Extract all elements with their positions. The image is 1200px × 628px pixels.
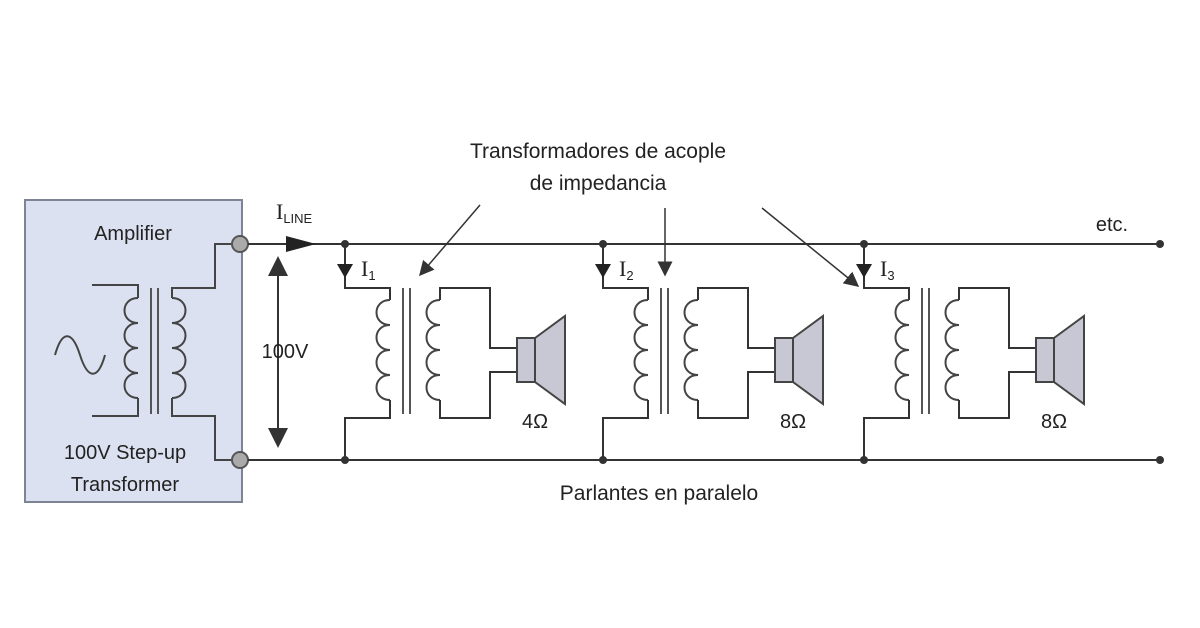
primary-coil-icon <box>375 299 391 401</box>
secondary-top-wire <box>439 287 517 349</box>
speaker-branch-2: I2 8Ω <box>595 240 824 464</box>
speaker-magnet-icon <box>516 337 536 383</box>
branch-current-symbol: I <box>880 256 887 281</box>
bottom-caption: Parlantes en paralelo <box>560 482 758 505</box>
impedance-label: 4Ω <box>522 411 548 433</box>
primary-bottom-wire <box>602 400 649 460</box>
line-current-label: ILINE <box>276 199 313 226</box>
speaker-cone-icon <box>1053 314 1085 406</box>
branch-current-arrow-icon <box>595 264 611 278</box>
secondary-top-wire <box>697 287 775 349</box>
branch-current-subscript: 1 <box>368 268 375 283</box>
secondary-coil-icon <box>425 299 441 401</box>
line-end-bottom-dot <box>1156 456 1164 464</box>
primary-coil-icon <box>633 299 649 401</box>
speaker-magnet-icon <box>774 337 794 383</box>
branch-current-symbol: I <box>361 256 368 281</box>
branch-current-symbol: I <box>619 256 626 281</box>
amplifier-box <box>24 199 243 503</box>
step-up-transformer-icon <box>92 243 240 461</box>
speaker-branch-3: I3 8Ω <box>856 240 1085 464</box>
impedance-label: 8Ω <box>780 411 806 433</box>
branch-current-arrow-icon <box>337 264 353 278</box>
primary-bottom-wire <box>344 400 391 460</box>
line-end-top-dot <box>1156 240 1164 248</box>
secondary-coil-icon <box>944 299 960 401</box>
branch-current-subscript: 2 <box>626 268 633 283</box>
step-up-transformer-label-1: 100V Step-up <box>64 442 186 464</box>
ac-source-icon <box>54 335 106 375</box>
etc-label: etc. <box>1096 214 1128 236</box>
line-current-arrow-icon <box>286 236 316 252</box>
amplifier-label: Amplifier <box>94 223 172 245</box>
secondary-bottom-wire <box>439 371 517 419</box>
pointer-line-1 <box>419 204 481 277</box>
pointer-line-3 <box>761 207 860 287</box>
branch-current-subscript: 3 <box>887 268 894 283</box>
secondary-coil-icon <box>683 299 699 401</box>
speaker-branch-1: I1 4Ω <box>337 240 566 464</box>
primary-coil-icon <box>894 299 910 401</box>
speaker-magnet-icon <box>1035 337 1055 383</box>
branch-current-label: I2 <box>619 256 634 283</box>
impedance-label: 8Ω <box>1041 411 1067 433</box>
voltage-label: 100V <box>262 341 309 363</box>
terminal-bottom <box>231 451 249 469</box>
secondary-bottom-wire <box>697 371 775 419</box>
title-line-2: de impedancia <box>530 172 667 195</box>
speaker-cone-icon <box>534 314 566 406</box>
branch-current-label: I1 <box>361 256 376 283</box>
step-up-transformer-label-2: Transformer <box>71 474 180 496</box>
primary-bottom-wire <box>863 400 910 460</box>
speaker-cone-icon <box>792 314 824 406</box>
branch-current-arrow-icon <box>856 264 872 278</box>
terminal-top <box>231 235 249 253</box>
line-current-symbol: I <box>276 199 283 224</box>
line-current-subscript: LINE <box>283 211 312 226</box>
title-line-1: Transformadores de acople <box>470 140 726 163</box>
secondary-top-wire <box>958 287 1036 349</box>
secondary-bottom-wire <box>958 371 1036 419</box>
branch-current-label: I3 <box>880 256 895 283</box>
